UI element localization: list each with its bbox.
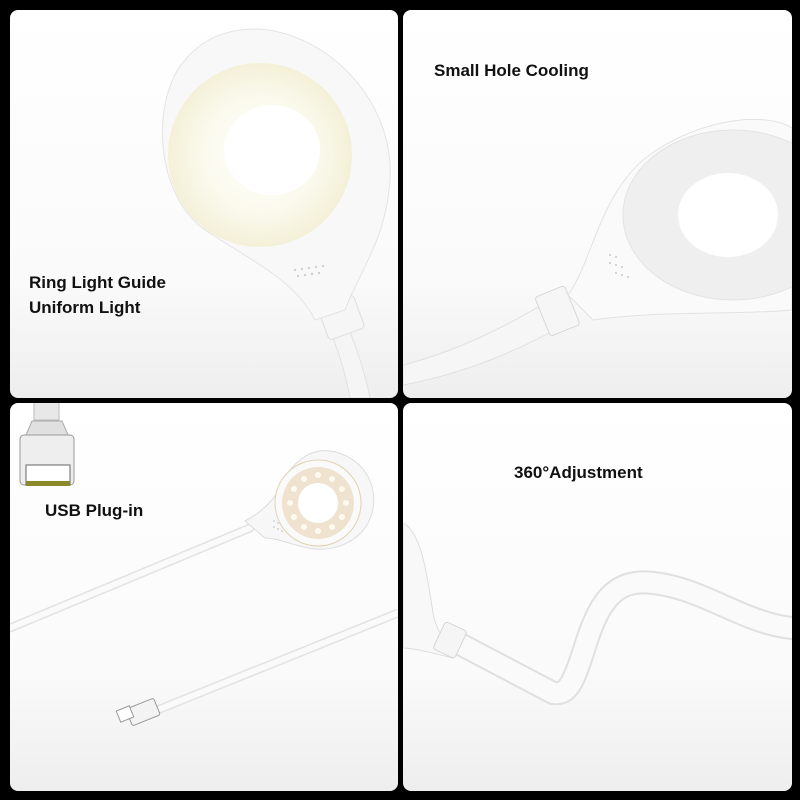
- gooseneck-illustration: [403, 522, 792, 706]
- caption-line-2: Uniform Light: [29, 298, 141, 317]
- lamp-head-illustration: [162, 28, 391, 398]
- panel-adjustment: 360°Adjustment: [403, 403, 792, 791]
- panel-cooling: Small Hole Cooling: [403, 10, 792, 398]
- caption-usb: USB Plug-in: [45, 501, 144, 520]
- usb-lamp-illustration: [10, 403, 398, 726]
- caption-line-1: Ring Light Guide: [29, 273, 166, 292]
- panel-usb: USB Plug-in: [10, 403, 398, 791]
- caption-adjustment: 360°Adjustment: [514, 463, 643, 482]
- lamp-side-illustration: [403, 118, 792, 386]
- caption-ring-light: Ring Light Guide Uniform Light: [29, 270, 166, 320]
- panel-ring-light: Ring Light Guide Uniform Light: [10, 10, 398, 398]
- caption-cooling: Small Hole Cooling: [434, 61, 589, 80]
